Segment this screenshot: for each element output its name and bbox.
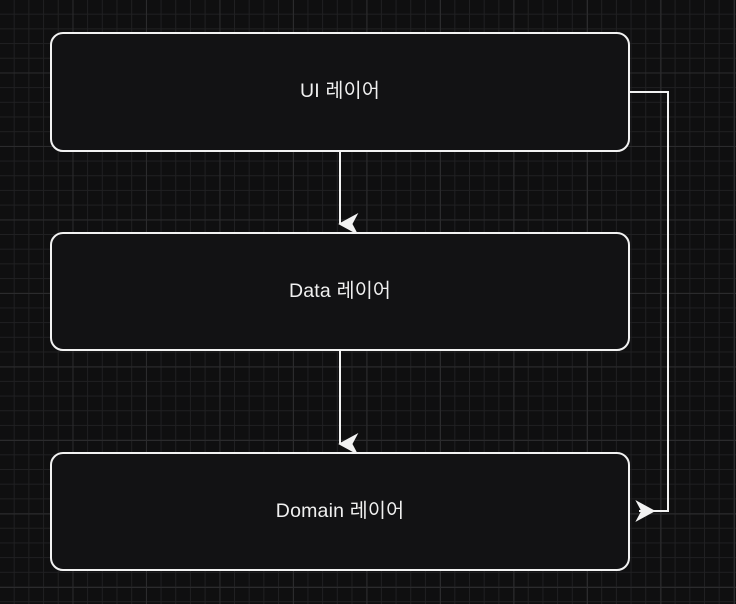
node-domain-layer[interactable]: Domain 레이어 (50, 452, 630, 571)
edge-ui-to-domain (630, 91, 669, 522)
node-ui-layer[interactable]: UI 레이어 (50, 32, 630, 152)
node-domain-layer-label: Domain 레이어 (275, 499, 405, 522)
node-data-layer-label: Data 레이어 (288, 279, 392, 302)
node-ui-layer-label: UI 레이어 (300, 80, 380, 103)
node-data-layer[interactable]: Data 레이어 (50, 232, 630, 351)
